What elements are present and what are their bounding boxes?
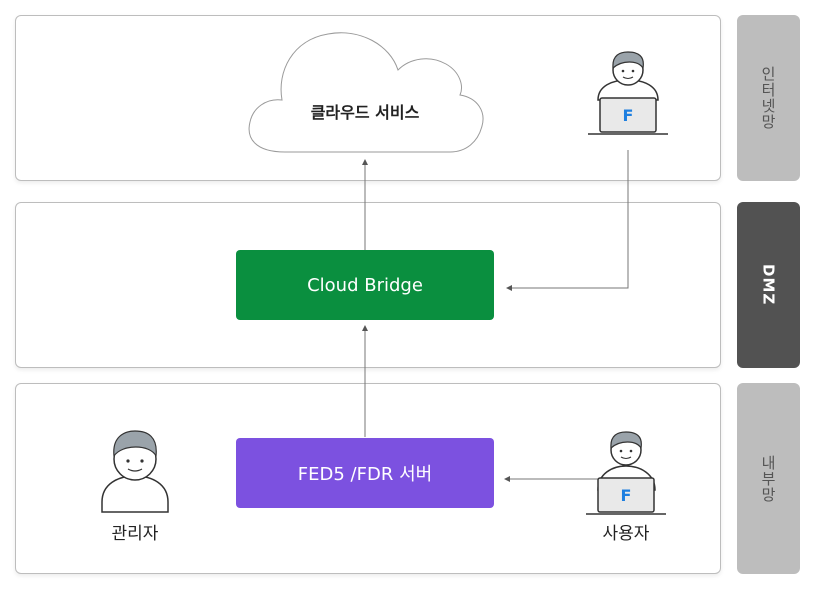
cloud-bridge-label: Cloud Bridge	[307, 274, 423, 296]
internal-laptop-letter: F	[620, 486, 632, 505]
side-label-dmz-text: DMZ	[759, 264, 778, 306]
fed-server-box: FED5 /FDR 서버	[236, 438, 494, 508]
side-label-internal-text: 내부망	[759, 454, 777, 503]
zone-internet	[15, 15, 721, 181]
side-label-internet-text: 인터넷망	[759, 66, 777, 130]
cloud-service-label: 클라우드 서비스	[310, 103, 420, 122]
admin-label: 관리자	[111, 524, 159, 544]
fed-server-label: FED5 /FDR 서버	[297, 464, 433, 485]
side-label-dmz: DMZ	[737, 202, 800, 368]
external-laptop-letter: F	[622, 106, 634, 125]
user-label: 사용자	[602, 524, 650, 544]
cloud-bridge-box: Cloud Bridge	[236, 250, 494, 320]
side-label-internal: 내부망	[737, 383, 800, 574]
side-label-internet: 인터넷망	[737, 15, 800, 181]
